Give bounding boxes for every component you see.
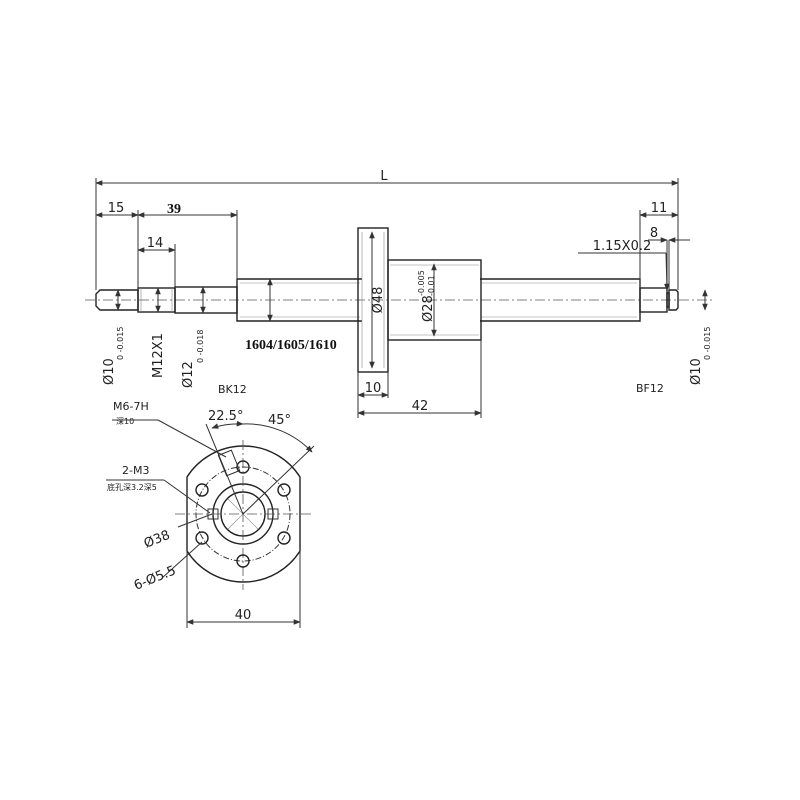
dim-39: 39	[167, 202, 181, 217]
bolt-hole	[195, 483, 209, 497]
diameter-labels: Ø10 0 -0.015 M12X1 Ø12 0 -0.018 Ø10 0 -0…	[102, 278, 712, 388]
left-support-label: BK12	[218, 383, 247, 396]
dim-10: 10	[365, 381, 382, 396]
shaft-side-view	[85, 227, 715, 373]
oil-thread-label: M6-7H	[113, 400, 149, 413]
bolt-hole	[236, 460, 250, 474]
nut-dimensions: Ø48 Ø28 -0.005 -0.01 10 42	[357, 231, 482, 418]
top-dimensions: L 15 39 14 11 8 1.15X0.2	[95, 169, 690, 291]
angle-45: 45°	[268, 413, 291, 428]
right-journal	[668, 289, 679, 311]
dim-8: 8	[650, 226, 658, 241]
pin-slot-right	[267, 508, 279, 520]
dim-15: 15	[108, 201, 125, 216]
dim-14: 14	[147, 236, 164, 251]
right-support-label: BF12	[636, 382, 664, 395]
pin-holes-label: 2-M3	[122, 464, 149, 477]
bolt-hole	[277, 483, 291, 497]
dim-left-dia-tol: 0 -0.015	[116, 327, 125, 360]
oil-hole	[217, 449, 241, 477]
screw-shaft-left	[236, 278, 362, 322]
flange-front-view: 22.5° 45° M6-7H 深10 2-M3 底孔深3.2深5 Ø38 6-…	[106, 400, 315, 628]
angle-22-5: 22.5°	[208, 409, 243, 424]
dim-11: 11	[651, 201, 668, 216]
dim-nut-tol-upper: -0.005	[417, 270, 426, 296]
model-label: 1604/1605/1610	[245, 338, 337, 353]
dim-L: L	[380, 169, 388, 184]
pin-slot-left	[207, 508, 219, 520]
dim-flange-dia: Ø48	[371, 287, 386, 314]
dim-groove: 1.15X0.2	[593, 239, 652, 254]
dim-bearing-dia-tol: 0 -0.018	[196, 330, 205, 363]
dim-right-dia-tol: 0 -0.015	[703, 327, 712, 360]
dim-thread: M12X1	[151, 333, 166, 378]
dim-40: 40	[235, 608, 252, 623]
dim-bearing-dia: Ø12	[181, 361, 196, 388]
dim-right-dia: Ø10	[689, 358, 704, 385]
holes-label: 6-Ø5.5	[132, 563, 178, 593]
dim-left-dia: Ø10	[102, 358, 117, 385]
bolt-hole	[195, 531, 209, 545]
nut-body	[387, 259, 482, 341]
dim-nut-dia: Ø28	[421, 295, 436, 322]
dim-42: 42	[412, 399, 429, 414]
dim-nut-tol-lower: -0.01	[427, 275, 436, 296]
bolt-hole	[236, 554, 250, 568]
pin-depth-label: 底孔深3.2深5	[107, 482, 157, 492]
pcd-label: Ø38	[142, 528, 172, 552]
bolt-hole	[277, 531, 291, 545]
oil-depth-label: 深10	[116, 417, 134, 426]
